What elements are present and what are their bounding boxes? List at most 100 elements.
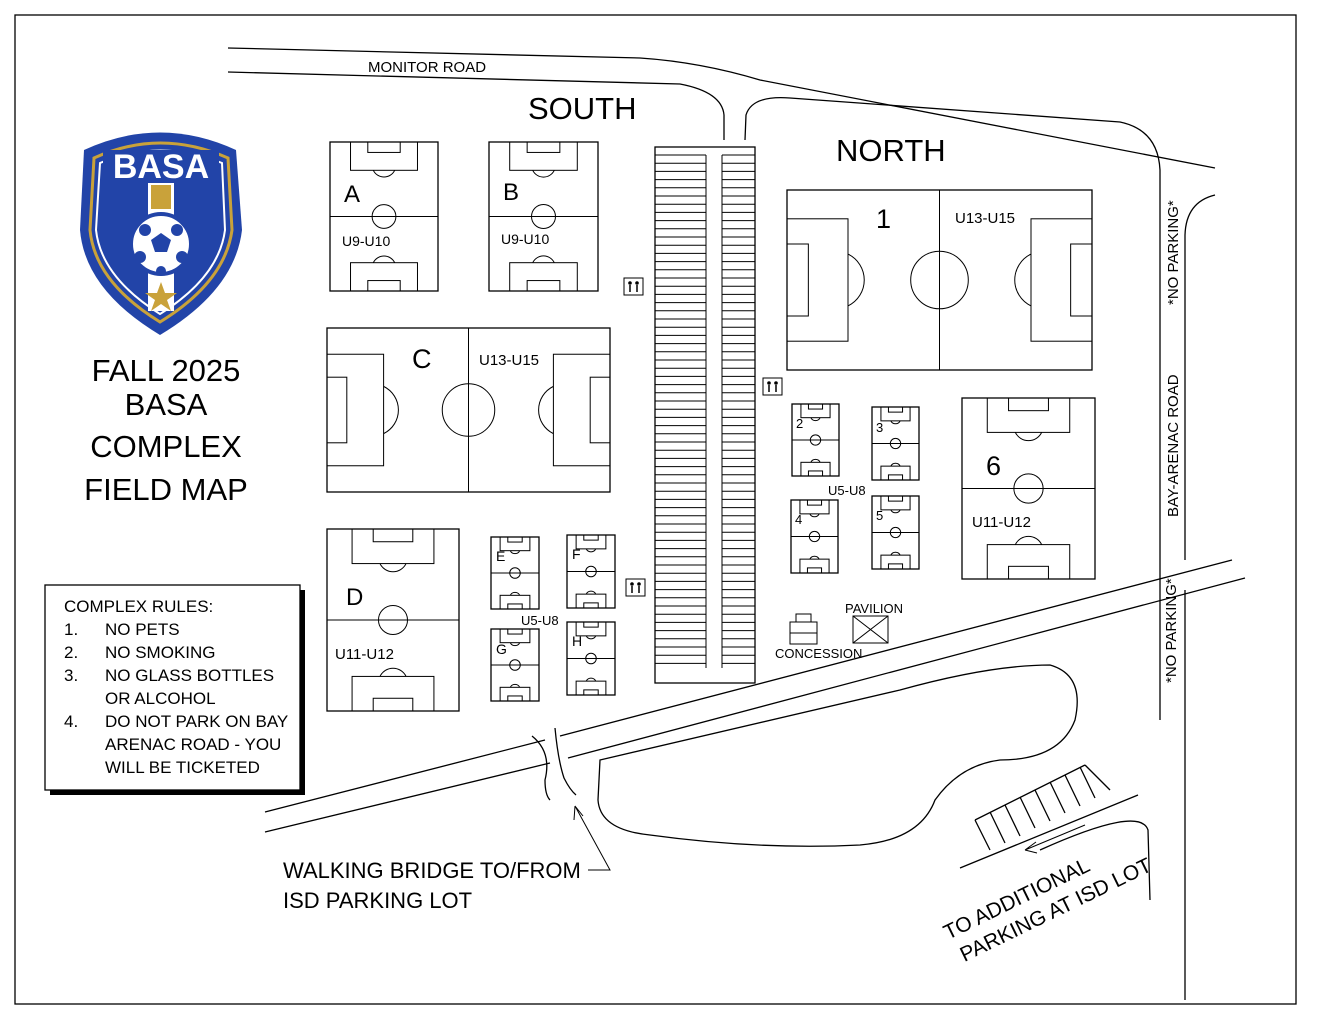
center-circle [585,652,597,665]
rules-heading: COMPLEX RULES: [64,597,213,616]
south-label: SOUTH [528,91,637,126]
field-6-label: 6 [986,451,1001,481]
field-a-age: U9-U10 [342,233,390,249]
basa-logo: BASA [80,132,242,335]
bay-arenac-road-label: BAY-ARENAC ROAD [1165,374,1182,517]
field-b-age: U9-U10 [501,231,549,247]
restroom-icon [762,377,783,396]
goal-box [583,621,599,628]
penalty-arc [509,591,521,596]
goal-box [372,697,414,712]
field-2-label: 2 [796,416,803,431]
field-h-label: H [572,633,582,649]
penalty-arc [890,509,901,514]
rule-4-text-2: ARENAC ROAD - YOU [105,735,281,754]
penalty-arc [1014,535,1043,545]
goal-box [372,528,414,543]
field-f-label: F [572,546,581,562]
penalty-arc [890,551,901,556]
title-line-1: FALL 2025 [92,353,241,388]
penalty-arc [810,458,821,463]
goal-box [367,141,401,153]
rule-2-num: 2. [64,643,78,662]
diagonal-road [264,559,1246,833]
goal-box [526,280,561,292]
center-circle [509,659,521,671]
center-circle [585,565,597,578]
goal-box [1008,397,1049,412]
penalty-arc [585,590,597,595]
goal-box [1008,565,1049,580]
penalty-arc [890,420,901,425]
center-circle [889,437,902,450]
restroom-icon-frame [625,578,646,597]
field-1-label: 1 [876,204,891,234]
rule-1-text: NO PETS [105,620,180,639]
center-circle [377,604,409,636]
penalty-arc [847,253,865,307]
field-c [326,327,611,493]
penalty-arc [585,677,597,682]
field-a-label: A [344,181,360,208]
goal-box [583,602,599,609]
monitor-road: MONITOR ROAD [227,47,1216,1000]
field-3-label: 3 [876,420,883,435]
center-circle [889,526,902,539]
no-parking-label-1: *NO PARKING* [1165,200,1182,305]
penalty-arc [809,555,820,560]
rule-1-num: 1. [64,620,78,639]
center-circle [531,204,556,229]
penalty-arc [532,170,555,178]
map-title: FALL 2025 BASA COMPLEX FIELD MAP [84,353,248,507]
bridge-note: WALKING BRIDGE TO/FROM ISD PARKING LOT [283,805,611,913]
title-line-3: COMPLEX [90,429,242,464]
field-c-label: C [412,344,432,374]
penalty-arc [379,563,407,573]
goal-box [887,495,904,502]
center-circle [808,530,821,543]
penalty-arc [383,385,399,435]
penalty-arc [532,255,555,263]
goal-box [583,689,599,696]
penalty-arc [1014,253,1032,307]
field-d-label: D [346,584,363,611]
bridge-arrow [573,805,611,871]
center-circle [1013,473,1044,504]
penalty-arc [890,462,901,467]
restroom-icon [623,277,644,296]
fields-2-5-age: U5-U8 [828,483,866,498]
goal-box [887,563,904,570]
additional-parking-arrow [1024,824,1086,854]
penalty-arc [585,635,597,640]
rule-3-num: 3. [64,666,78,685]
goal-box [326,376,348,444]
goal-box [526,141,561,153]
field-4 [790,499,839,574]
field-5 [871,495,920,570]
restroom-icon-frame [762,377,783,396]
field-g [490,628,540,702]
field-1-age: U13-U15 [955,210,1015,227]
field-d-age: U11-U12 [335,646,394,663]
field-d [326,528,460,712]
field-1 [786,189,1093,371]
person-head [774,381,778,385]
field-4-label: 4 [795,512,802,527]
north-label: NORTH [836,133,946,168]
field-3 [871,406,920,481]
goal-box [807,403,824,410]
goal-box [507,695,523,702]
goal-box [806,499,823,506]
center-circle [910,250,969,310]
field-g-label: G [496,641,507,657]
fields-e-h-age: U5-U8 [521,613,559,628]
goal-box [507,536,523,543]
penalty-arc [585,548,597,553]
field-f [566,534,616,609]
person-head [628,281,632,285]
field-6 [961,397,1096,580]
field-h [566,621,616,696]
goal-box [1070,243,1093,317]
